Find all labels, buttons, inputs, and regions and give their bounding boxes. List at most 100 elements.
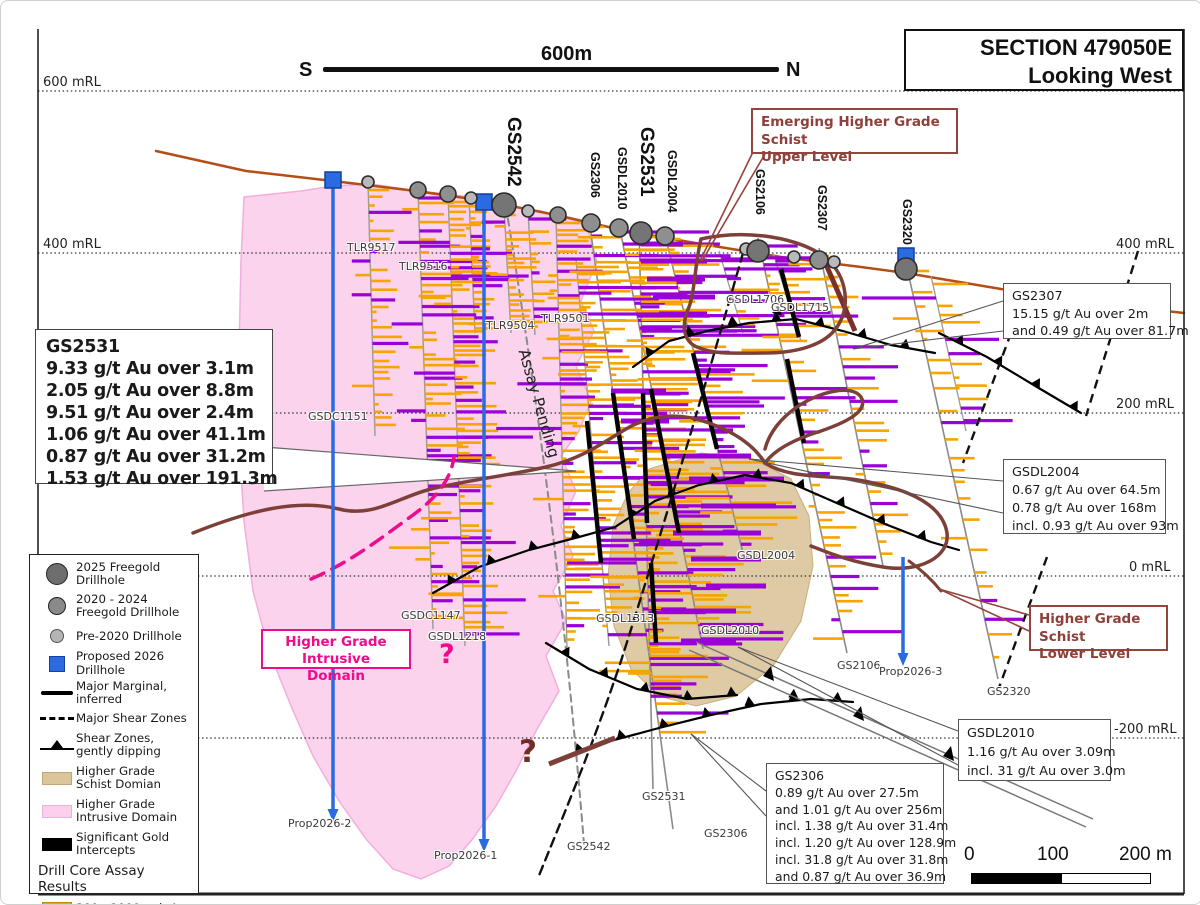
assay-line: 0.87 g/t Au over 31.2m — [46, 447, 266, 467]
annotation-text: Emerging Higher Grade Schist — [761, 114, 940, 148]
assay-line: 0.78 g/t Au over 168m — [1012, 501, 1157, 516]
legend-intrusive-domain-swatch — [42, 804, 72, 818]
assay-line: 1.06 g/t Au over 41.1m — [46, 425, 266, 445]
question-mark-intrusive: ? — [439, 639, 455, 670]
hole-label-gs2542-end: GS2542 — [567, 840, 611, 853]
hole-label-gsdl2004-end: GSDL2004 — [737, 549, 796, 562]
bottom-scale-bar-black — [971, 873, 1061, 884]
hole-label-gsdc1147: GSDC1147 — [401, 609, 461, 622]
hole-label-gsdl1715: GSDL1715 — [771, 301, 830, 314]
hole-label-gsdl1706: GSDL1706 — [726, 293, 785, 306]
section-title-line2: Looking West — [1028, 63, 1172, 89]
hole-label-gsdl2010-end: GSDL2010 — [701, 624, 760, 637]
assay-line: 1.53 g/t Au over 191.3m — [46, 469, 278, 489]
collar-label-gsdl2010: GSDL2010 — [615, 147, 629, 210]
annotation-text: Higher Grade Intrusive — [285, 634, 387, 667]
question-mark-schist: ? — [519, 734, 537, 770]
hole-label-gs2106-end: GS2106 — [837, 659, 881, 672]
assay-line: 0.67 g/t Au over 64.5m — [1012, 483, 1161, 498]
legend-label: 2025 Freegold Drillhole — [76, 560, 161, 588]
annotation-text: Higher Grade Schist — [1039, 611, 1141, 645]
legend-major-shear-icon — [40, 716, 74, 720]
callout-gs2531-title: GS2531 — [46, 337, 120, 357]
section-title: SECTION 479050E Looking West — [904, 29, 1184, 91]
mrl-label-m200-right: -200 mRL — [1114, 722, 1177, 737]
legend-label: Major Marginal, inferred — [76, 678, 168, 707]
south-label: S — [299, 59, 313, 81]
callout-gs2307-title: GS2307 — [1012, 289, 1063, 304]
legend-proposed-2026-icon — [49, 655, 65, 672]
assay-line: 9.33 g/t Au over 3.1m — [46, 359, 254, 379]
legend-schist-domain-swatch — [42, 771, 72, 785]
hole-label-tlr9516: TLR9516 — [399, 260, 448, 273]
collar-label-gs2106: GS2106 — [753, 169, 767, 215]
collar-label-gs2306: GS2306 — [588, 152, 602, 198]
legend-gold-intercepts-swatch — [42, 837, 72, 851]
north-label: N — [786, 59, 801, 81]
collar-label-gs2307: GS2307 — [815, 185, 829, 231]
bottom-scale-0: 0 — [964, 844, 975, 865]
collar-label-gs2542: GS2542 — [503, 117, 524, 187]
hole-label-prop2026-1: Prop2026-1 — [434, 849, 498, 862]
legend-label: Major Shear Zones — [76, 710, 187, 725]
collar-label-gsdl2004: GSDL2004 — [665, 150, 679, 213]
assay-line: incl. 31.8 g/t Au over 31.8m — [775, 851, 949, 867]
legend-label: Significant Gold Intercepts — [76, 830, 170, 858]
callout-gsdl2004: GSDL2004 0.67 g/t Au over 64.5m 0.78 g/t… — [1003, 459, 1179, 534]
collar-label-gs2320: GS2320 — [900, 199, 914, 245]
bottom-scale-200: 200 m — [1119, 844, 1172, 865]
legend-label: Shear Zones, gently dipping — [76, 731, 161, 759]
mrl-label-0-right: 0 mRL — [1129, 560, 1171, 575]
callout-gs2306: GS2306 0.89 g/t Au over 27.5m and 1.01 g… — [766, 763, 957, 884]
legend-2020-2024-drillhole-icon — [48, 597, 66, 616]
callout-gsdl2010: GSDL2010 1.16 g/t Au over 3.09m incl. 31… — [958, 719, 1126, 781]
hole-label-gsdl1313: GSDL1313 — [596, 612, 655, 625]
top-scale-length: 600m — [541, 43, 593, 65]
hole-label-tlr9504: TLR9504 — [486, 319, 535, 332]
callout-gs2307: GS2307 15.15 g/t Au over 2m and 0.49 g/t… — [1003, 283, 1189, 339]
legend: 2025 Freegold Drillhole 2020 - 2024 Free… — [29, 554, 199, 904]
hole-label-prop2026-3: Prop2026-3 — [879, 665, 943, 678]
hole-label-gs2306-end: GS2306 — [704, 827, 748, 840]
legend-label: 2020 - 2024 Freegold Drillhole — [76, 592, 180, 620]
hole-label-gsdl1218: GSDL1218 — [428, 630, 487, 643]
assay-line: 2.05 g/t Au over 8.8m — [46, 381, 254, 401]
hole-label-gs2320-end: GS2320 — [987, 685, 1031, 698]
annotation-text: Lower Level — [1039, 646, 1131, 663]
top-scale-bar — [323, 67, 779, 72]
legend-label: Proposed 2026 Drillhole — [76, 649, 165, 677]
legend-label: Higher Grade Intrusive Domain — [76, 797, 178, 825]
assay-line: and 1.01 g/t Au over 256m — [775, 801, 943, 817]
assay-line: and 0.87 g/t Au over 36.9m — [775, 868, 947, 884]
legend-2025-drillhole-icon — [46, 563, 68, 586]
assay-line: 1.16 g/t Au over 3.09m — [967, 745, 1116, 760]
legend-label: Pre-2020 Drillhole — [76, 628, 182, 643]
assay-line: and 0.49 g/t Au over 81.7m — [1012, 324, 1189, 339]
legend-label: 300 - 1000 ppb Au — [76, 901, 186, 904]
mrl-label-400-right: 400 mRL — [1116, 237, 1174, 252]
legend-pre-2020-drillhole-icon — [50, 629, 64, 644]
assay-line: 9.51 g/t Au over 2.4m — [46, 403, 254, 423]
assay-line: 0.89 g/t Au over 27.5m — [775, 784, 919, 800]
callout-gsdl2004-title: GSDL2004 — [1012, 465, 1080, 480]
bottom-scale-bar-white — [1061, 873, 1151, 884]
hole-label-gs2531-end: GS2531 — [642, 790, 686, 803]
annotation-intrusive-domain: Higher Grade Intrusive Domain — [261, 629, 411, 684]
assay-line: incl. 1.38 g/t Au over 31.4m — [775, 818, 949, 834]
callout-gsdl2010-title: GSDL2010 — [967, 726, 1035, 741]
annotation-lower-level: Higher Grade Schist Lower Level — [1029, 605, 1168, 662]
callout-gs2531: GS2531 9.33 g/t Au over 3.1m 2.05 g/t Au… — [35, 329, 278, 489]
hole-label-tlr9517: TLR9517 — [347, 241, 396, 254]
hole-label-gsdc1151: GSDC1151 — [308, 410, 368, 423]
section-title-line1: SECTION 479050E — [980, 35, 1172, 60]
legend-shear-gently-dipping-icon — [40, 740, 74, 751]
bottom-scale-100: 100 — [1037, 844, 1069, 865]
mrl-label-600-left: 600 mRL — [43, 75, 101, 90]
hole-label-tlr9501: TLR9501 — [541, 312, 590, 325]
assay-line: incl. 1.20 g/t Au over 128.9m — [775, 835, 957, 851]
assay-line: incl. 31 g/t Au over 3.0m — [967, 764, 1126, 779]
legend-assay-header: Drill Core Assay Results — [38, 863, 145, 896]
hole-label-prop2026-2: Prop2026-2 — [288, 817, 352, 830]
